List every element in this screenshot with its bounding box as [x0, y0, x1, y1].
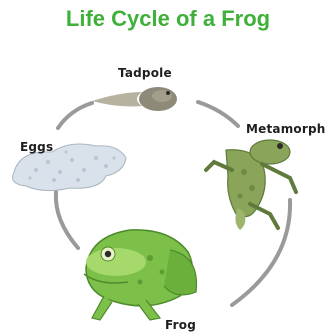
stage-label-tadpole: Tadpole [118, 66, 172, 80]
stage-label-metamorph: Metamorph [246, 122, 326, 136]
frog-icon [84, 230, 196, 320]
tadpole-icon [92, 87, 177, 111]
stage-label-eggs: Eggs [20, 140, 53, 154]
metamorph-icon [206, 140, 296, 230]
stage-label-frog: Frog [165, 318, 196, 332]
